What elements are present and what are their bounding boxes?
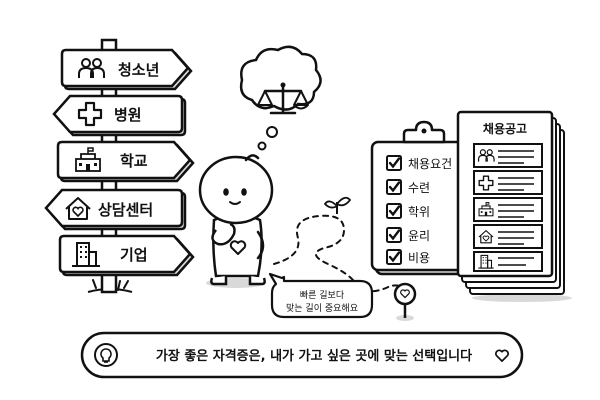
signpost: 청소년 병원 학교 상담센터 기업 <box>44 38 195 294</box>
character <box>198 154 274 288</box>
svg-text:비용: 비용 <box>408 251 430 265</box>
job-row <box>473 251 543 272</box>
checklist-item: 수련 <box>385 178 430 196</box>
checkbox-icon <box>385 154 403 172</box>
checkbox-icon <box>385 226 403 244</box>
sign-label: 학교 <box>120 152 148 170</box>
sign-hospital: 병원 <box>52 94 187 137</box>
svg-text:수련: 수련 <box>408 181 430 195</box>
job-board: 채용공고 <box>456 110 572 302</box>
sign-school: 학교 <box>56 140 195 183</box>
checkbox-icon <box>385 248 403 266</box>
speech-line-1: 빠른 길보다 <box>300 290 345 301</box>
clipboard: 채용요건 수련 학위 윤리 비용 <box>370 120 476 276</box>
balance-scale-icon <box>257 82 309 115</box>
sign-counseling-center: 상담센터 <box>44 188 187 231</box>
sign-label: 청소년 <box>118 61 159 79</box>
sign-label: 기업 <box>120 246 148 264</box>
speech-bubble: 빠른 길보다 맞는 길이 중요해요 <box>268 272 374 319</box>
job-row <box>473 224 543 249</box>
banner-text: 가장 좋은 자격증은, 내가 가고 싶은 곳에 맞는 선택입니다 <box>156 348 472 364</box>
checklist-item: 비용 <box>385 248 430 266</box>
dotted-path <box>273 196 417 321</box>
svg-text:윤리: 윤리 <box>408 229 430 243</box>
lightbulb-icon <box>94 343 118 367</box>
checklist-item: 학위 <box>385 202 430 220</box>
map-pin <box>393 282 417 321</box>
job-row <box>473 197 543 222</box>
sign-label: 상담센터 <box>98 201 153 219</box>
speech-line-2: 맞는 길이 중요해요 <box>286 302 358 314</box>
checkbox-icon <box>385 202 403 220</box>
job-row <box>473 170 543 195</box>
checkbox-icon <box>385 178 403 196</box>
sign-company: 기업 <box>58 234 195 277</box>
job-row <box>473 143 543 168</box>
svg-text:채용요건: 채용요건 <box>408 157 452 171</box>
job-board-title: 채용공고 <box>483 121 527 136</box>
thought-bubble <box>239 45 322 151</box>
sign-label: 병원 <box>114 106 142 124</box>
quote-banner: 가장 좋은 자격증은, 내가 가고 싶은 곳에 맞는 선택입니다 <box>80 331 524 379</box>
checklist-item: 채용요건 <box>385 154 452 172</box>
svg-text:학위: 학위 <box>408 205 430 219</box>
sign-youth: 청소년 <box>60 48 193 91</box>
checklist-item: 윤리 <box>385 226 430 244</box>
